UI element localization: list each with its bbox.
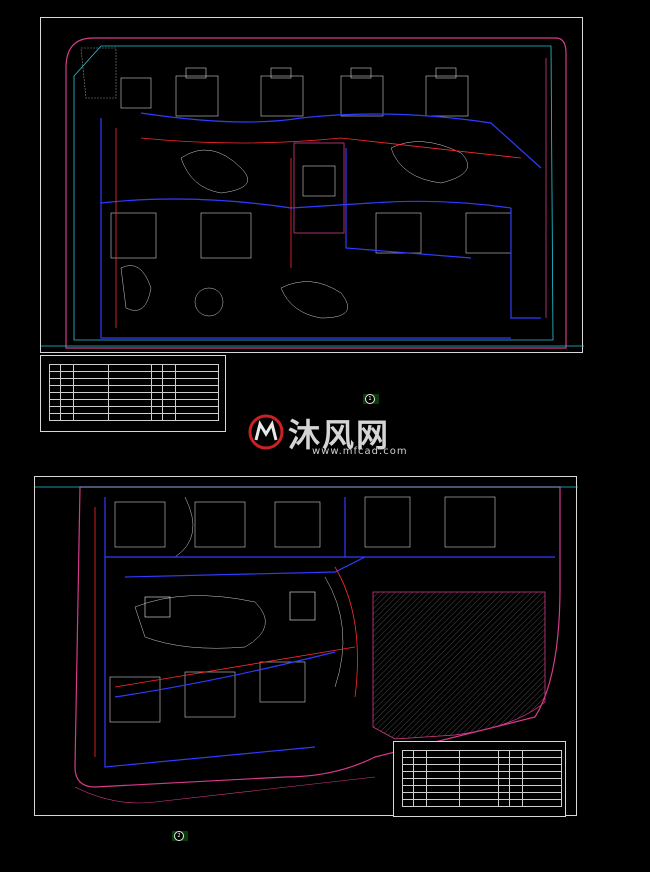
pavilion (289, 591, 316, 621)
small-structure (144, 596, 171, 618)
red-pipe-network (94, 507, 358, 757)
corner-hatch (80, 47, 117, 99)
central-plaza (293, 142, 345, 234)
watermark: 沐风网 www.mfcad.com (242, 410, 412, 460)
top-plan-label-number: 1 (365, 394, 375, 404)
building-row-top (114, 496, 496, 548)
building-row-1 (120, 67, 469, 117)
top-legend-grid (49, 364, 219, 421)
watermark-name: 沐风网 (288, 416, 391, 454)
bottom-site-plan-drawing (35, 486, 578, 804)
top-plan-sheet (40, 17, 584, 353)
plaza-structure (302, 165, 336, 197)
site-boundary (74, 486, 561, 788)
outer-road-curve (74, 776, 376, 804)
inner-road (73, 45, 554, 341)
future-development-plot (372, 591, 546, 740)
building-row-2 (110, 212, 512, 259)
blue-pipe-network (100, 112, 542, 339)
building-row-bottom (109, 661, 306, 723)
bottom-legend-grid (402, 750, 562, 807)
bottom-plan-sheet (34, 476, 578, 816)
landscape-curves (134, 496, 344, 688)
red-pipe-network (115, 128, 522, 328)
bottom-plan-label: 2 (172, 831, 188, 841)
mf-logo-icon (248, 414, 284, 450)
watermark-url: www.mfcad.com (312, 446, 408, 457)
top-site-plan-drawing (41, 37, 584, 349)
site-boundary (65, 37, 567, 349)
top-legend-table (40, 355, 226, 432)
top-plan-label: 1 (363, 394, 379, 404)
blue-pipe-network (104, 497, 555, 768)
bottom-plan-label-number: 2 (174, 831, 184, 841)
bottom-legend-table (393, 741, 566, 817)
